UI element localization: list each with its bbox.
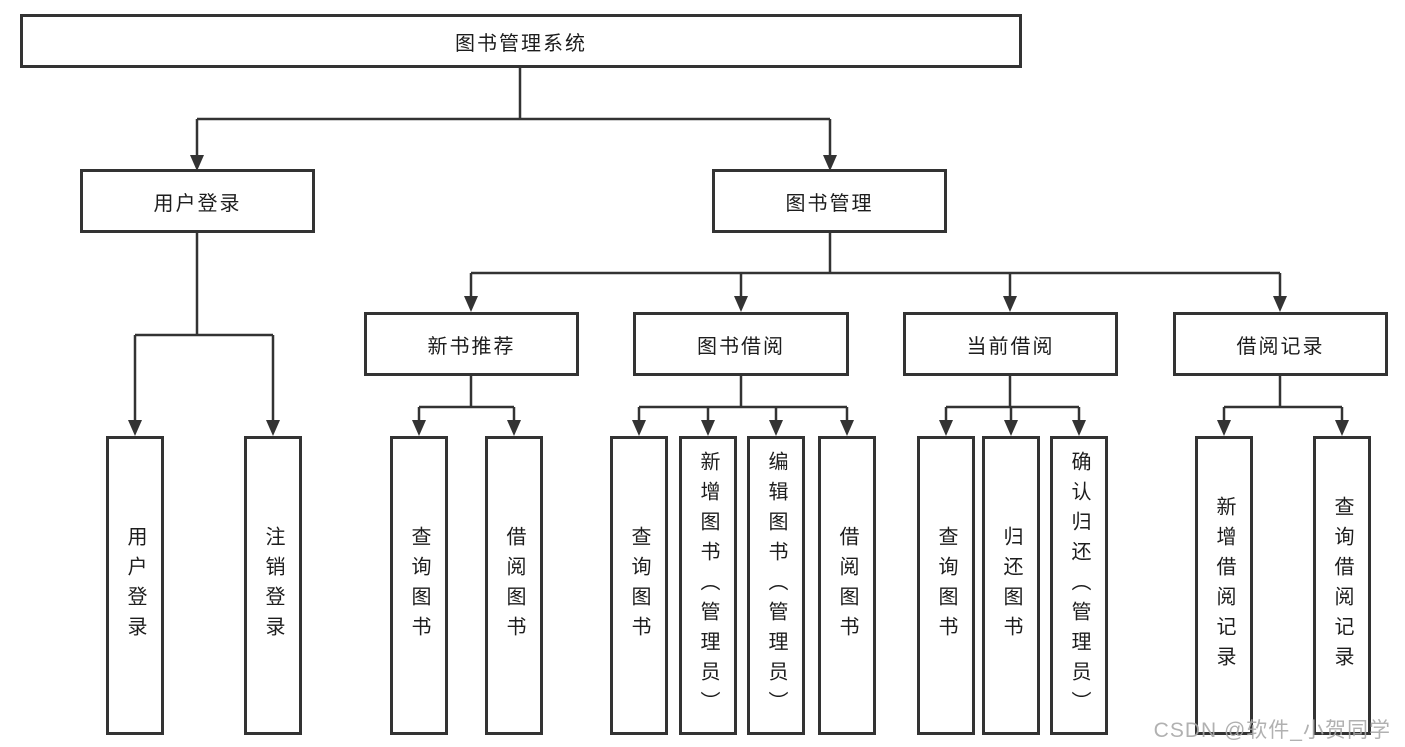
leaf-query-borrow-record-label: 查询借阅记录 <box>1331 495 1353 676</box>
node-new-book-recommendation-label: 新书推荐 <box>427 335 516 358</box>
leaf-borrow-books-newbook: 借阅图书 <box>485 436 543 735</box>
leaf-confirm-return-admin-label: 确认归还（管理员） <box>1068 450 1090 721</box>
arrowhead-group <box>128 155 1349 436</box>
leaf-edit-books-admin: 编辑图书（管理员） <box>747 436 805 735</box>
node-new-book-recommendation: 新书推荐 <box>364 312 579 376</box>
leaf-borrow-books-label: 借阅图书 <box>836 525 858 646</box>
node-book-management-label: 图书管理 <box>785 192 874 215</box>
leaf-add-books-admin-label: 新增图书（管理员） <box>697 450 719 721</box>
leaf-logout-login: 注销登录 <box>244 436 302 735</box>
leaf-query-books-current: 查询图书 <box>917 436 975 735</box>
root-node-label: 图书管理系统 <box>455 32 587 55</box>
node-book-borrowing-label: 图书借阅 <box>697 335 785 358</box>
node-book-management: 图书管理 <box>712 169 947 233</box>
leaf-user-login: 用户登录 <box>106 436 164 735</box>
leaf-add-borrow-record-label: 新增借阅记录 <box>1213 495 1235 676</box>
csdn-watermark: CSDN @软件_小贺同学 <box>1153 719 1391 742</box>
node-book-borrowing: 图书借阅 <box>633 312 849 376</box>
leaf-logout-login-label: 注销登录 <box>262 525 284 646</box>
leaf-query-books-newbook: 查询图书 <box>390 436 448 735</box>
node-user-login: 用户登录 <box>80 169 315 233</box>
leaf-borrow-books: 借阅图书 <box>818 436 876 735</box>
leaf-return-books: 归还图书 <box>982 436 1040 735</box>
leaf-add-books-admin: 新增图书（管理员） <box>679 436 737 735</box>
leaf-query-books-borrow-label: 查询图书 <box>628 525 650 646</box>
leaf-edit-books-admin-label: 编辑图书（管理员） <box>765 450 787 721</box>
node-current-borrowing: 当前借阅 <box>903 312 1118 376</box>
leaf-user-login-label: 用户登录 <box>124 525 146 646</box>
leaf-query-books-borrow: 查询图书 <box>610 436 668 735</box>
node-current-borrowing-label: 当前借阅 <box>966 335 1055 358</box>
node-borrowing-records: 借阅记录 <box>1173 312 1388 376</box>
leaf-borrow-books-newbook-label: 借阅图书 <box>503 525 525 646</box>
leaf-confirm-return-admin: 确认归还（管理员） <box>1050 436 1108 735</box>
leaf-query-books-newbook-label: 查询图书 <box>408 525 430 646</box>
root-node: 图书管理系统 <box>20 14 1022 68</box>
leaf-query-books-current-label: 查询图书 <box>935 525 957 646</box>
node-user-login-label: 用户登录 <box>153 192 242 215</box>
leaf-add-borrow-record: 新增借阅记录 <box>1195 436 1253 735</box>
node-borrowing-records-label: 借阅记录 <box>1236 335 1325 358</box>
leaf-return-books-label: 归还图书 <box>1000 525 1022 646</box>
leaf-query-borrow-record: 查询借阅记录 <box>1313 436 1371 735</box>
